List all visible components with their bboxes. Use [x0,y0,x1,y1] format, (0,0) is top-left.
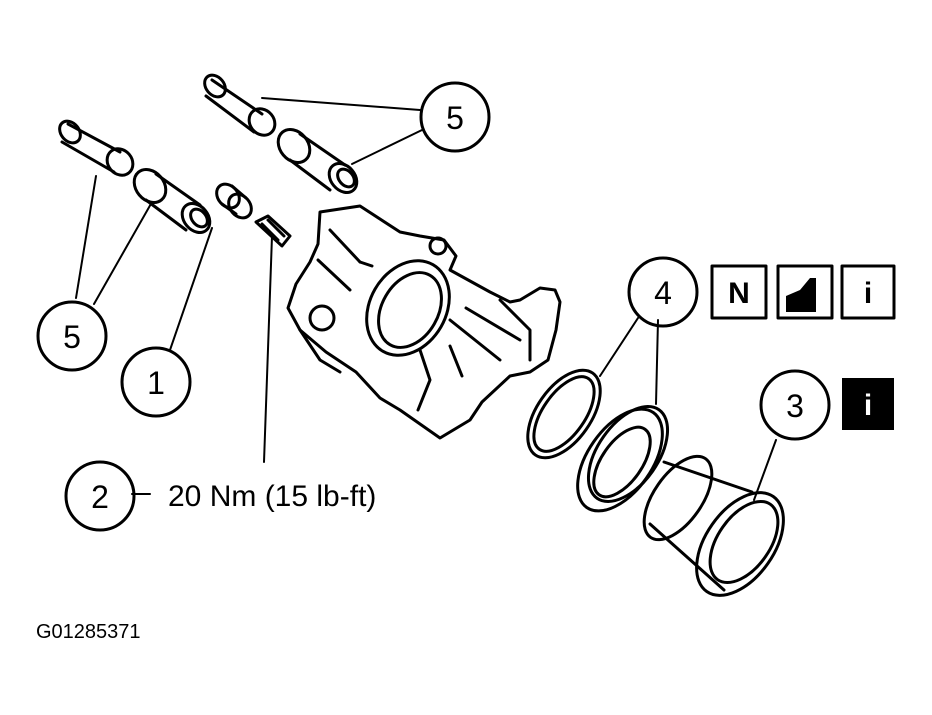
lower-guide-pin-boot [132,168,212,234]
lubricate-icon [786,278,816,312]
info-icon: i [864,277,872,310]
callout-label-3: 3 [786,388,804,424]
new-part-icon: N [728,277,750,310]
lubricate-icon-box [776,264,834,320]
callout-circle-1 [120,346,192,418]
callout-label-5-left: 5 [63,319,81,355]
callout-circle-3 [759,369,831,441]
callout-label-2: 2 [91,479,109,515]
figure-id: G01285371 [36,621,141,643]
info-icon-inverted-box [842,378,894,430]
callout-label-4: 4 [654,275,672,311]
info-icon-inverted: i [864,389,872,422]
caliper-piston [642,454,785,597]
callout-label-1: 1 [147,365,165,401]
callout-circle-2 [64,460,136,532]
caliper-housing [286,204,562,440]
lower-guide-pin [58,119,135,177]
new-part-icon-box [710,264,768,320]
dust-boot [576,405,670,513]
info-icon-box [840,264,896,320]
callout-circle-4 [627,256,699,328]
upper-guide-pin [203,73,277,137]
bleeder-cap [215,182,253,220]
leader-lines [75,97,777,501]
callout-label-5-top: 5 [446,100,464,136]
callout-circle-5-top [419,81,491,153]
callout-circle-5-left [36,300,108,372]
upper-guide-pin-boot [276,128,359,194]
bleeder-screw [254,214,292,248]
torque-spec: 20 Nm (15 lb-ft) [168,480,376,513]
piston-seal [526,368,602,460]
